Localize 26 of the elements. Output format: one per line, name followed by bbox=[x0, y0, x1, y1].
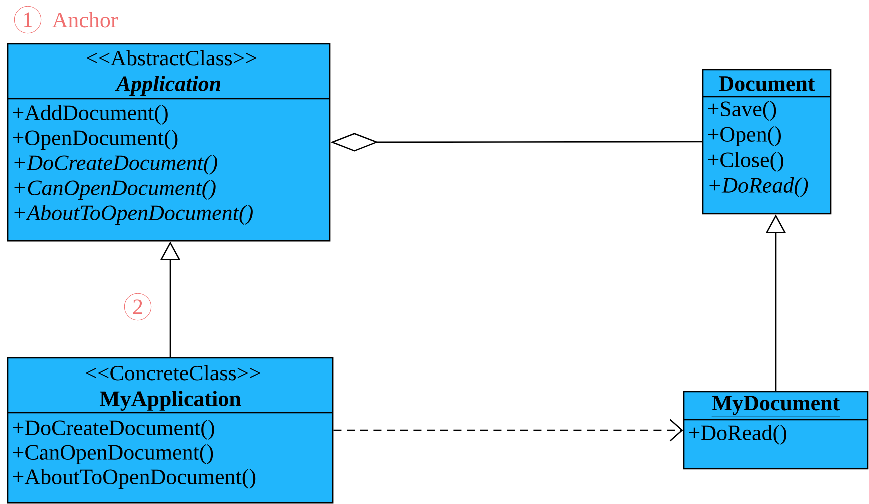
method-text: +AboutToOpenDocument() bbox=[14, 205, 253, 225]
method-text: +Close() bbox=[708, 152, 784, 172]
method-text: +CanOpenDocument() bbox=[14, 180, 216, 200]
arrow bbox=[334, 419, 684, 442]
method-text: +Save() bbox=[708, 101, 776, 121]
method-text: +Open() bbox=[708, 126, 781, 146]
class-box bbox=[702, 69, 832, 215]
method-text: +DoRead() bbox=[710, 178, 808, 198]
method-text: +AboutToOpenDocument() bbox=[13, 469, 256, 489]
method-text: +DoRead() bbox=[689, 425, 786, 445]
callout-number: 2 bbox=[124, 293, 152, 321]
class-box bbox=[7, 43, 331, 242]
class-name: Application bbox=[115, 76, 221, 96]
method-text: +DoCreateDocument() bbox=[13, 420, 214, 440]
class-box bbox=[683, 391, 869, 470]
class-stereotype: <<AbstractClass>> bbox=[86, 50, 257, 66]
class-stereotype: <<ConcreteClass>> bbox=[86, 365, 261, 381]
class-name: MyDocument bbox=[712, 396, 840, 418]
class-name: MyApplication bbox=[100, 390, 242, 411]
class-box bbox=[7, 357, 334, 504]
method-text: +CanOpenDocument() bbox=[13, 444, 214, 464]
method-text: +AddDocument() bbox=[13, 105, 168, 125]
class-name: Document bbox=[719, 76, 816, 92]
method-text: +DoCreateDocument() bbox=[14, 155, 218, 175]
method-text: +OpenDocument() bbox=[13, 130, 178, 150]
callout-number: 1 bbox=[14, 6, 42, 34]
